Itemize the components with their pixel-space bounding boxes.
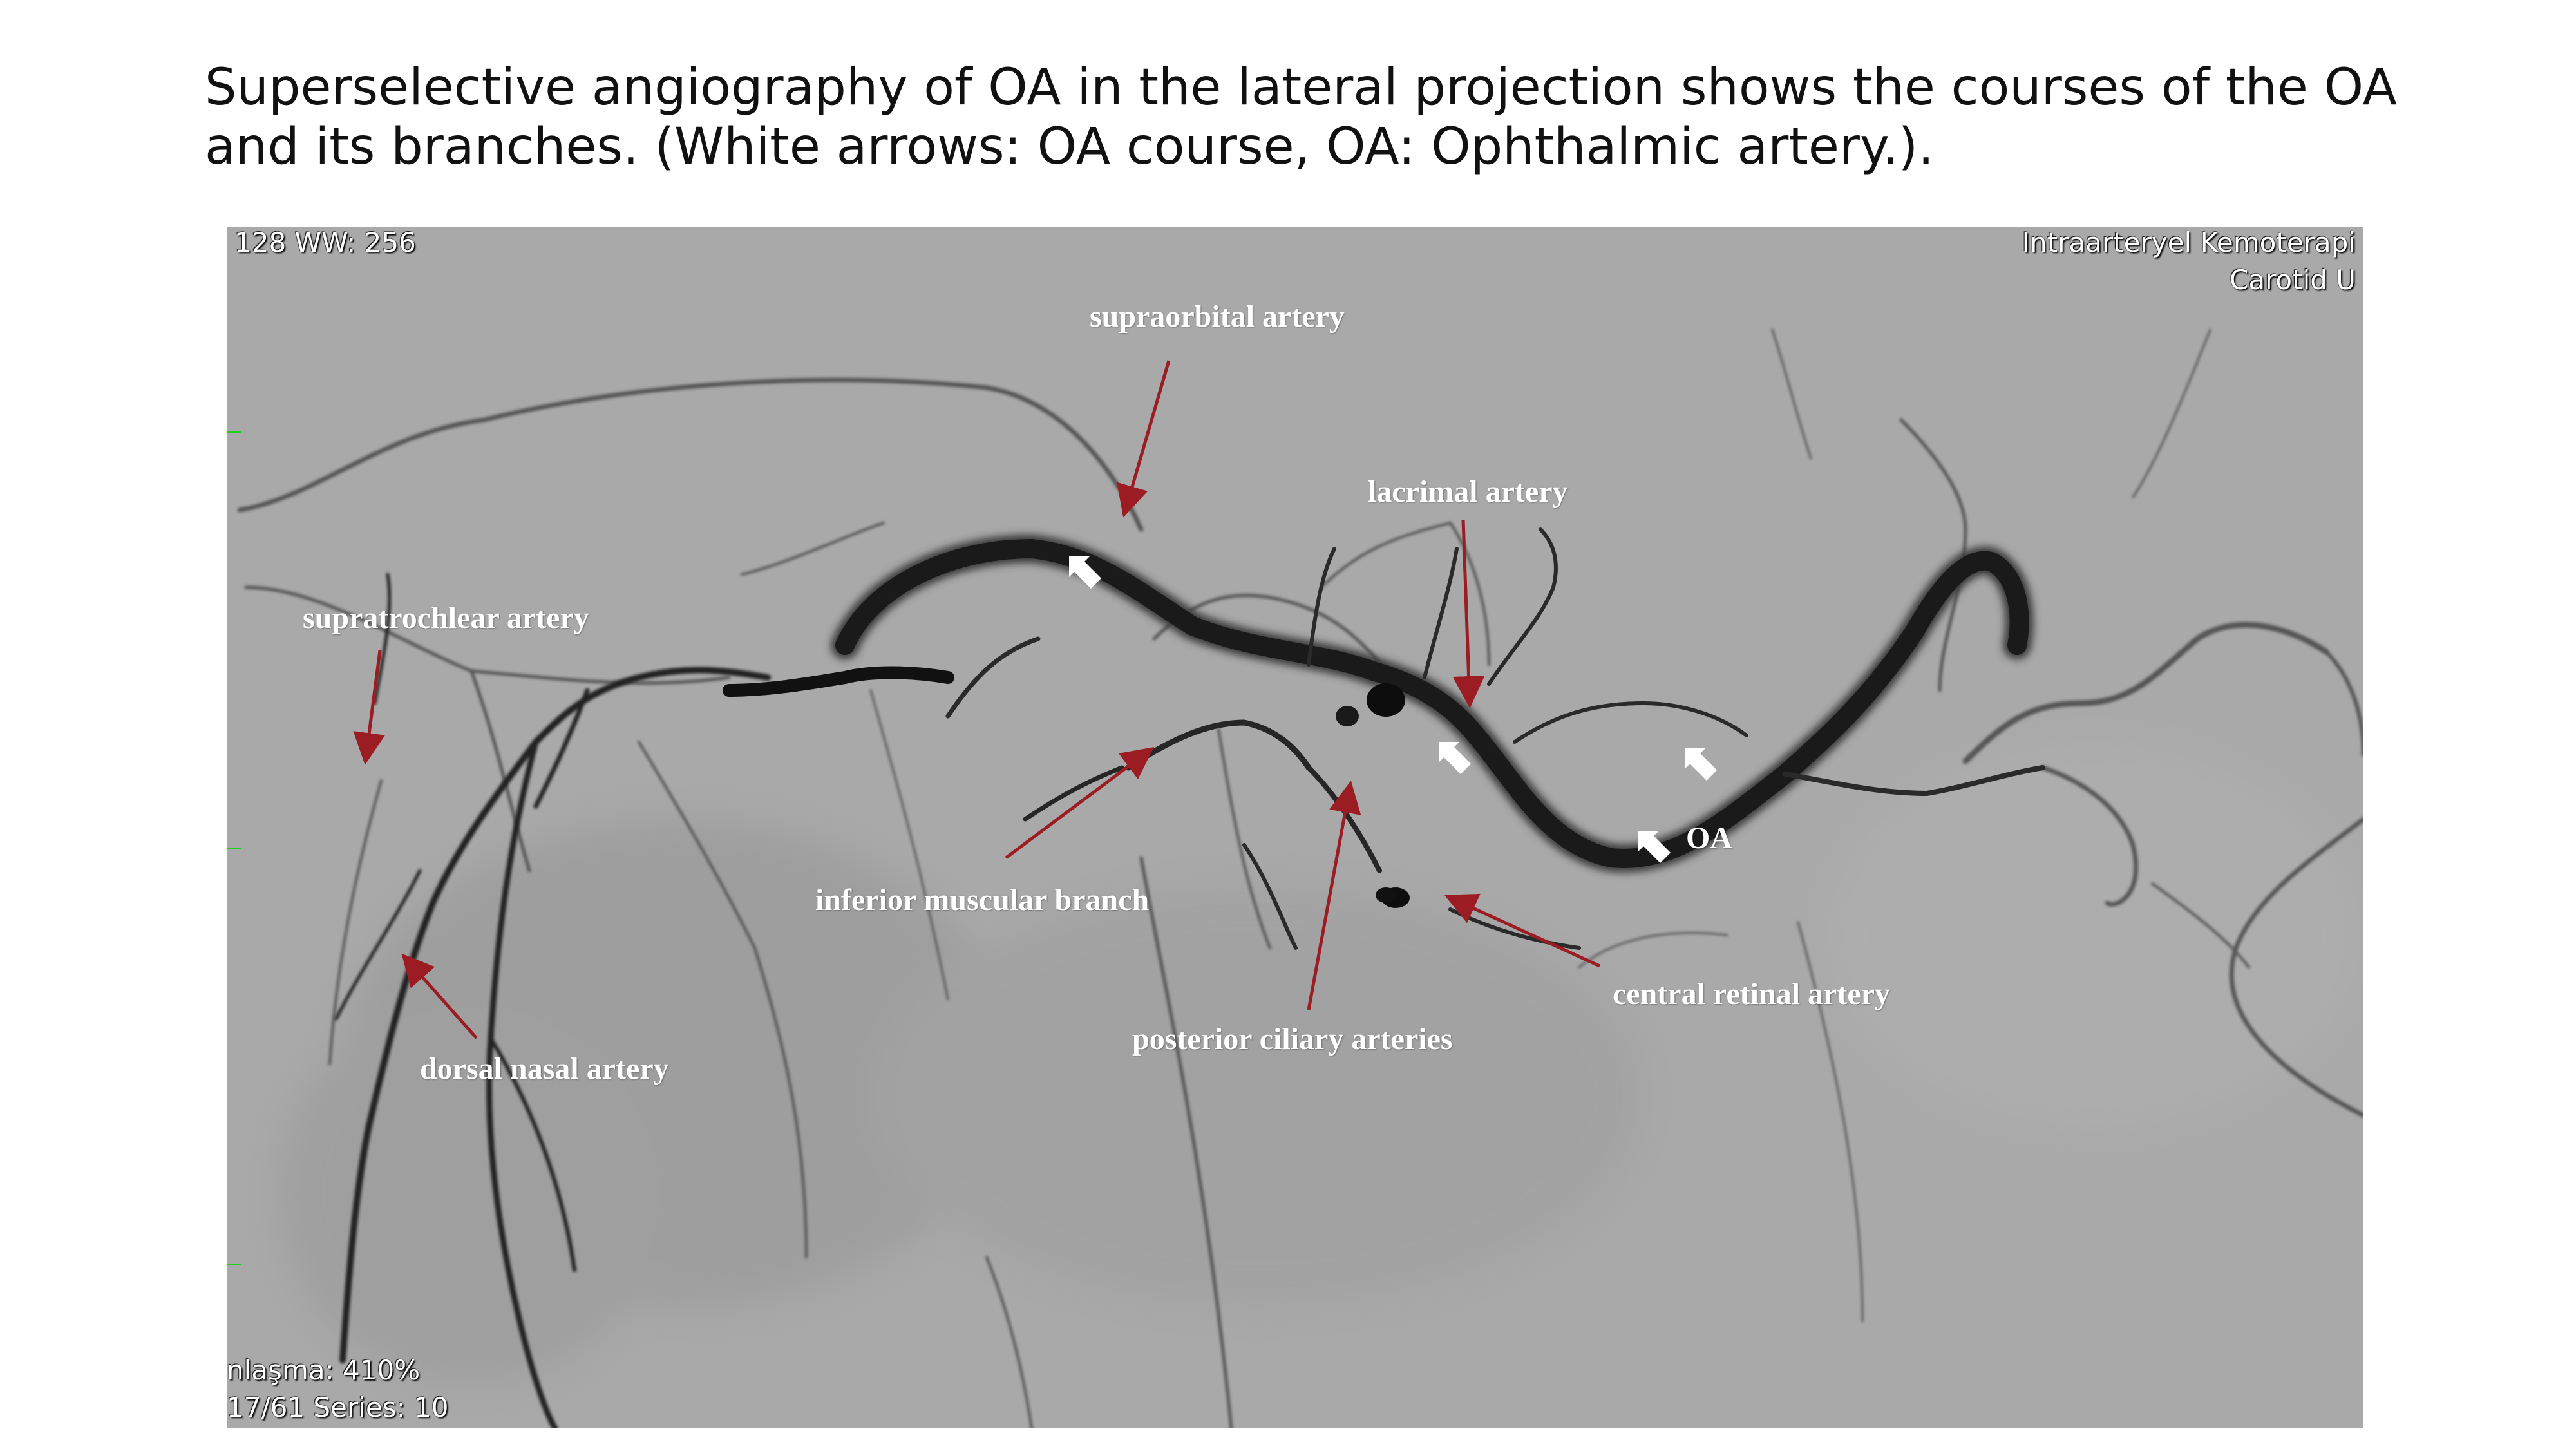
label-posterior-ciliary-arteries: posterior ciliary arteries xyxy=(1132,1022,1453,1056)
nasal-vessels xyxy=(334,573,771,1428)
label-inferior-muscular-branch: inferior muscular branch xyxy=(815,883,1150,917)
supraorbital-pointer-arrow xyxy=(1117,360,1171,518)
fine-vessels xyxy=(237,328,2363,1428)
window-width-readout: 128 WW: 256 xyxy=(234,227,416,258)
inferior-muscular-pointer-arrow xyxy=(1005,747,1155,860)
course-arrows xyxy=(1069,556,1717,863)
label-supratrochlear-artery: supratrochlear artery xyxy=(303,601,589,635)
label-oa: OA xyxy=(1686,821,1732,855)
zoom-readout: nlaşma: 410% xyxy=(227,1354,421,1386)
lacrimal-pointer-arrow xyxy=(1452,519,1485,708)
course-arrow-1 xyxy=(1069,556,1101,589)
course-arrow-3 xyxy=(1685,748,1717,781)
angiography-image: 128 WW: 256 Intraarteryel Kemoterapi Car… xyxy=(227,227,2363,1428)
label-supraorbital-artery: supraorbital artery xyxy=(1090,299,1345,334)
label-dorsal-nasal-artery: dorsal nasal artery xyxy=(420,1052,669,1086)
course-arrow-4 xyxy=(1638,831,1671,863)
study-title: Intraarteryel Kemoterapi xyxy=(2022,227,2356,258)
central-retinal-pointer-arrow xyxy=(1444,893,1601,968)
series-readout: 17/61 Series: 10 xyxy=(227,1392,449,1423)
supratrochlear-pointer-arrow xyxy=(353,650,385,765)
calibration-tick xyxy=(227,431,241,433)
dorsal-nasal-pointer-arrow xyxy=(401,953,478,1039)
label-lacrimal-artery: lacrimal artery xyxy=(1368,475,1568,509)
annotation-arrows xyxy=(353,360,1601,1039)
calibration-tick xyxy=(227,1264,241,1265)
calibration-tick xyxy=(227,848,241,849)
study-subtitle: Carotid U xyxy=(2230,264,2356,296)
angiogram-scene xyxy=(237,328,2363,1428)
figure-caption: Superselective angiography of OA in the … xyxy=(205,58,2459,176)
caption-line-1: Superselective angiography of OA in the … xyxy=(205,59,2398,117)
course-arrow-2 xyxy=(1439,742,1471,774)
label-central-retinal-artery: central retinal artery xyxy=(1613,977,1890,1011)
caption-line-2: and its branches. (White arrows: OA cour… xyxy=(205,118,1934,176)
posterior-ciliary-pointer-arrow xyxy=(1307,781,1361,1010)
